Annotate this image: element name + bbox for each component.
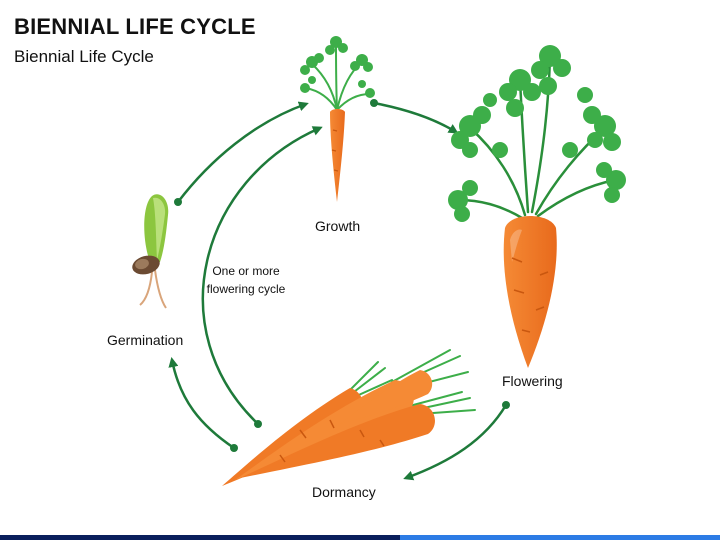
arrow-germination-to-growth	[177, 101, 309, 203]
stage-label-dormancy: Dormancy	[312, 484, 376, 500]
stage-label-growth: Growth	[315, 218, 361, 234]
arrow-growth-to-flowering	[373, 101, 459, 134]
stage-label-flowering: Flowering	[502, 373, 563, 389]
page-title: BIENNIAL LIFE CYCLE	[14, 14, 256, 39]
carrot-bunch-icon	[222, 349, 476, 486]
arrow-inner-flowering-cycle	[201, 126, 323, 425]
cycle-arrows	[168, 99, 510, 481]
small-carrot-icon	[300, 36, 375, 202]
arrow-flowering-to-dormancy	[403, 404, 508, 481]
seedling-icon	[132, 194, 169, 309]
arrow-dormancy-to-germination	[168, 357, 235, 450]
large-carrot-icon	[448, 45, 626, 368]
page-subtitle: Biennial Life Cycle	[14, 47, 154, 66]
inner-cycle-note: One or more flowering cycle	[206, 264, 286, 296]
stage-label-germination: Germination	[107, 332, 184, 348]
